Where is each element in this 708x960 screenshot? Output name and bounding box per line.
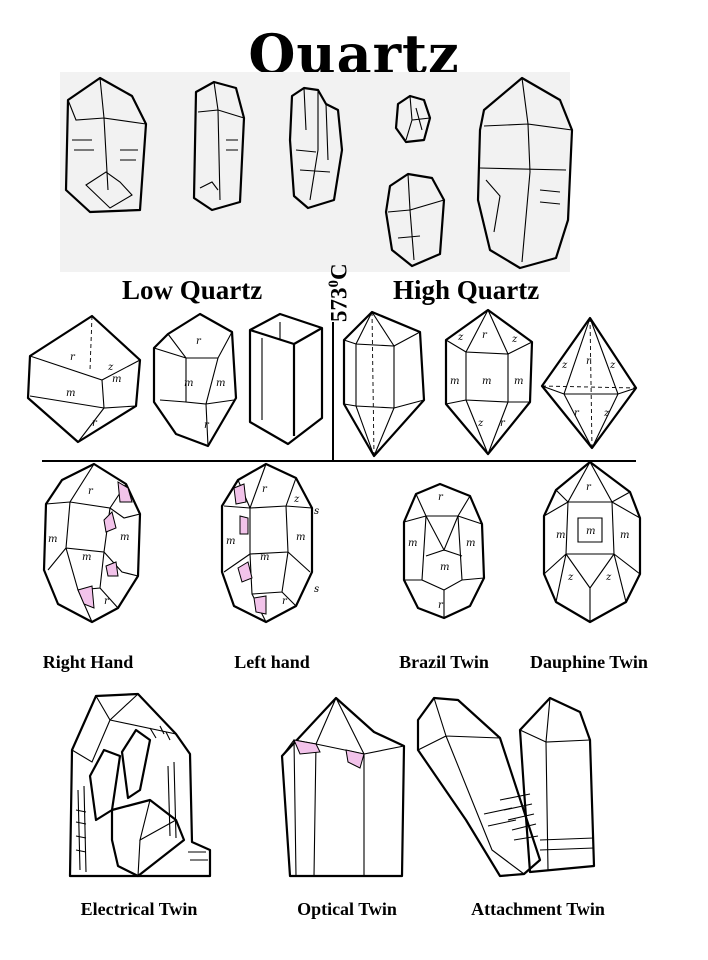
dauphine-twin-label: Dauphine Twin [512, 652, 666, 673]
face-m-label: m [82, 552, 91, 563]
face-z-label: z [457, 332, 464, 343]
optical-twin-crystal [282, 698, 404, 876]
crystal-forms-row: r m m z r r m m r z r z m m m z r [0, 300, 708, 470]
right-hand-crystal: r m m m r [44, 464, 140, 622]
face-m-label: m [466, 538, 475, 549]
right-hand-label: Right Hand [20, 652, 156, 673]
high-quartz-faces-form: z r z m m m z r [446, 310, 532, 454]
dauphine-twin-crystal: r m m m z z [544, 462, 640, 622]
low-quartz-prism-form: r m m r [154, 314, 236, 446]
face-m-label: m [408, 538, 417, 549]
face-m-label: m [620, 530, 629, 541]
face-s-label: s [314, 584, 319, 595]
face-z-label: z [107, 362, 114, 373]
face-m-label: m [112, 374, 121, 385]
attachment-twin-crystal [418, 698, 594, 876]
left-hand-crystal: r z s m m m s r [222, 464, 319, 622]
face-m-label: m [586, 526, 595, 537]
temp-degree: 0 [326, 280, 342, 288]
face-m-label: m [226, 536, 235, 547]
brazil-twin-label: Brazil Twin [382, 652, 506, 673]
face-r-label: r [88, 486, 94, 497]
handedness-twin-row: r m m m r r z s m m m s r r m m m r r [0, 458, 708, 628]
face-r-label: r [262, 484, 268, 495]
face-z-label: z [609, 360, 616, 371]
face-r-label: r [586, 482, 592, 493]
face-m-label: m [120, 532, 129, 543]
face-r-label: r [196, 336, 202, 347]
face-m-label: m [216, 378, 225, 389]
electrical-twin-label: Electrical Twin [60, 899, 218, 920]
temp-unit: C [327, 263, 352, 280]
high-quartz-dipyramid-prism-form [344, 312, 424, 456]
optical-twin-label: Optical Twin [278, 899, 416, 920]
face-r-label: r [438, 600, 444, 611]
face-z-label: z [293, 494, 300, 505]
left-hand-label: Left hand [210, 652, 334, 673]
face-m-label: m [440, 562, 449, 573]
face-m-label: m [296, 532, 305, 543]
face-m-label: m [184, 378, 193, 389]
face-z-label: z [561, 360, 568, 371]
rhombohedron-form: r m m z r [28, 316, 140, 442]
natural-crystal-sketches [0, 0, 708, 280]
face-m-label: m [48, 534, 57, 545]
twin-types-row [0, 690, 708, 890]
face-r-label: r [204, 420, 210, 431]
face-m-label: m [556, 530, 565, 541]
face-r-label: r [70, 352, 76, 363]
attachment-twin-label: Attachment Twin [452, 899, 624, 920]
low-quartz-long-prism-form [250, 314, 322, 444]
face-r-label: r [92, 418, 98, 429]
face-r-label: r [482, 330, 488, 341]
high-quartz-bipyramid-form: z r z r z [542, 318, 636, 448]
face-s-label: s [314, 506, 319, 517]
face-z-label: z [567, 572, 574, 583]
brazil-twin-crystal: r m m m r [404, 484, 484, 618]
electrical-twin-crystal [70, 694, 210, 876]
face-m-label: m [482, 376, 491, 387]
face-m-label: m [260, 552, 269, 563]
face-m-label: m [450, 376, 459, 387]
face-r-label: r [574, 408, 580, 419]
face-m-label: m [66, 388, 75, 399]
face-r-label: r [500, 418, 506, 429]
face-z-label: z [605, 572, 612, 583]
face-z-label: z [477, 418, 484, 429]
face-r-label: r [438, 492, 444, 503]
face-m-label: m [514, 376, 523, 387]
face-z-label: z [511, 334, 518, 345]
face-z-label: z [603, 408, 610, 419]
